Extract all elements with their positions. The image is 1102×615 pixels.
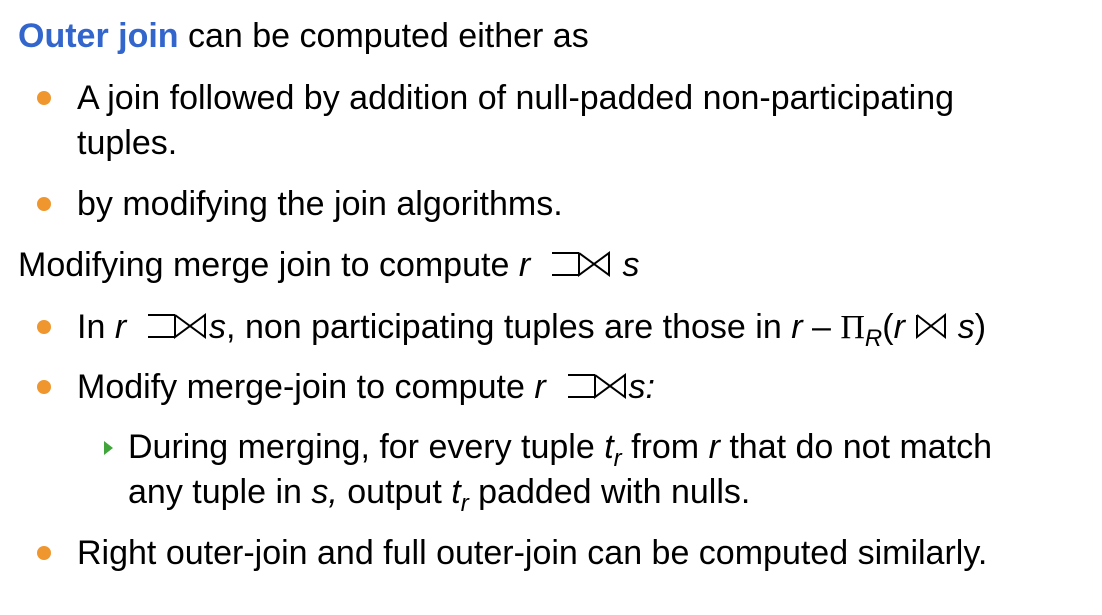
orange-dot-icon <box>37 320 51 334</box>
intro-text: can be computed either as <box>178 17 589 55</box>
bullet3-prefix: In <box>77 308 115 346</box>
sub1-t-subscript: r <box>613 445 622 472</box>
left-outer-join-symbol-icon <box>567 373 626 399</box>
sub1-t2-subscript: r <box>460 490 469 517</box>
sub1-r: r <box>708 428 720 466</box>
bullet1-line1: A join followed by addition of null-padd… <box>77 79 955 117</box>
orange-dot-icon <box>37 91 51 105</box>
sub1-s: s, <box>311 473 338 511</box>
bullet2-text: by modifying the join algorithms. <box>77 185 563 223</box>
bullet1-line2: tuples. <box>77 124 178 162</box>
sub1-line2-text-c: padded with nulls. <box>468 473 751 511</box>
projection-subscript-r: R <box>864 325 883 352</box>
intro-line: Outer join can be computed either as <box>18 16 589 56</box>
sub1-text-c: that do not match <box>719 428 993 466</box>
sub1-line1: During merging, for every tuple tr from … <box>128 427 993 471</box>
bullet3-r3: r <box>893 308 905 346</box>
sub1-line2-text-b: output <box>337 473 452 511</box>
heading2-r: r <box>518 246 531 284</box>
projection-pi: Π <box>840 309 865 346</box>
outer-join-highlight: Outer join <box>18 17 179 55</box>
bullet4-line: Modify merge-join to compute r s: <box>77 367 655 407</box>
sub1-line2: any tuple in s, output tr padded with nu… <box>128 472 751 516</box>
bullet4-s: s: <box>628 368 655 406</box>
bullet5-text: Right outer-join and full outer-join can… <box>77 534 988 572</box>
natural-join-symbol-icon <box>916 312 947 340</box>
sub1-t: t <box>604 428 614 466</box>
orange-dot-icon <box>37 197 51 211</box>
bullet3-minus: – <box>802 308 841 346</box>
bullet3-close-paren: ) <box>974 308 987 346</box>
bullet4-r: r <box>534 368 546 406</box>
sub1-text-a: During merging, for every tuple <box>128 428 605 466</box>
orange-dot-icon <box>37 380 51 394</box>
bullet3-mid: , non participating tuples are those in <box>226 308 792 346</box>
sub1-line2-text-a: any tuple in <box>128 473 312 511</box>
bullet3-r: r <box>114 308 127 346</box>
bullet4-prefix: Modify merge-join to compute <box>77 368 535 406</box>
bullet3-s: s <box>209 308 227 346</box>
orange-dot-icon <box>37 546 51 560</box>
bullet3-r2: r <box>791 308 803 346</box>
green-triangle-icon <box>104 441 113 455</box>
bullet3-line: In r s, non participating tuples are tho… <box>77 307 987 351</box>
left-outer-join-symbol-icon <box>552 251 611 277</box>
heading2-prefix: Modifying merge join to compute <box>18 246 519 284</box>
sub1-text-b: from <box>621 428 709 466</box>
left-outer-join-symbol-icon <box>148 313 207 339</box>
heading2-line: Modifying merge join to compute r s <box>18 245 640 285</box>
bullet3-open-paren: ( <box>882 308 894 346</box>
sub1-t2: t <box>451 473 461 511</box>
bullet3-s2: s <box>957 308 975 346</box>
heading2-s: s <box>622 246 640 284</box>
